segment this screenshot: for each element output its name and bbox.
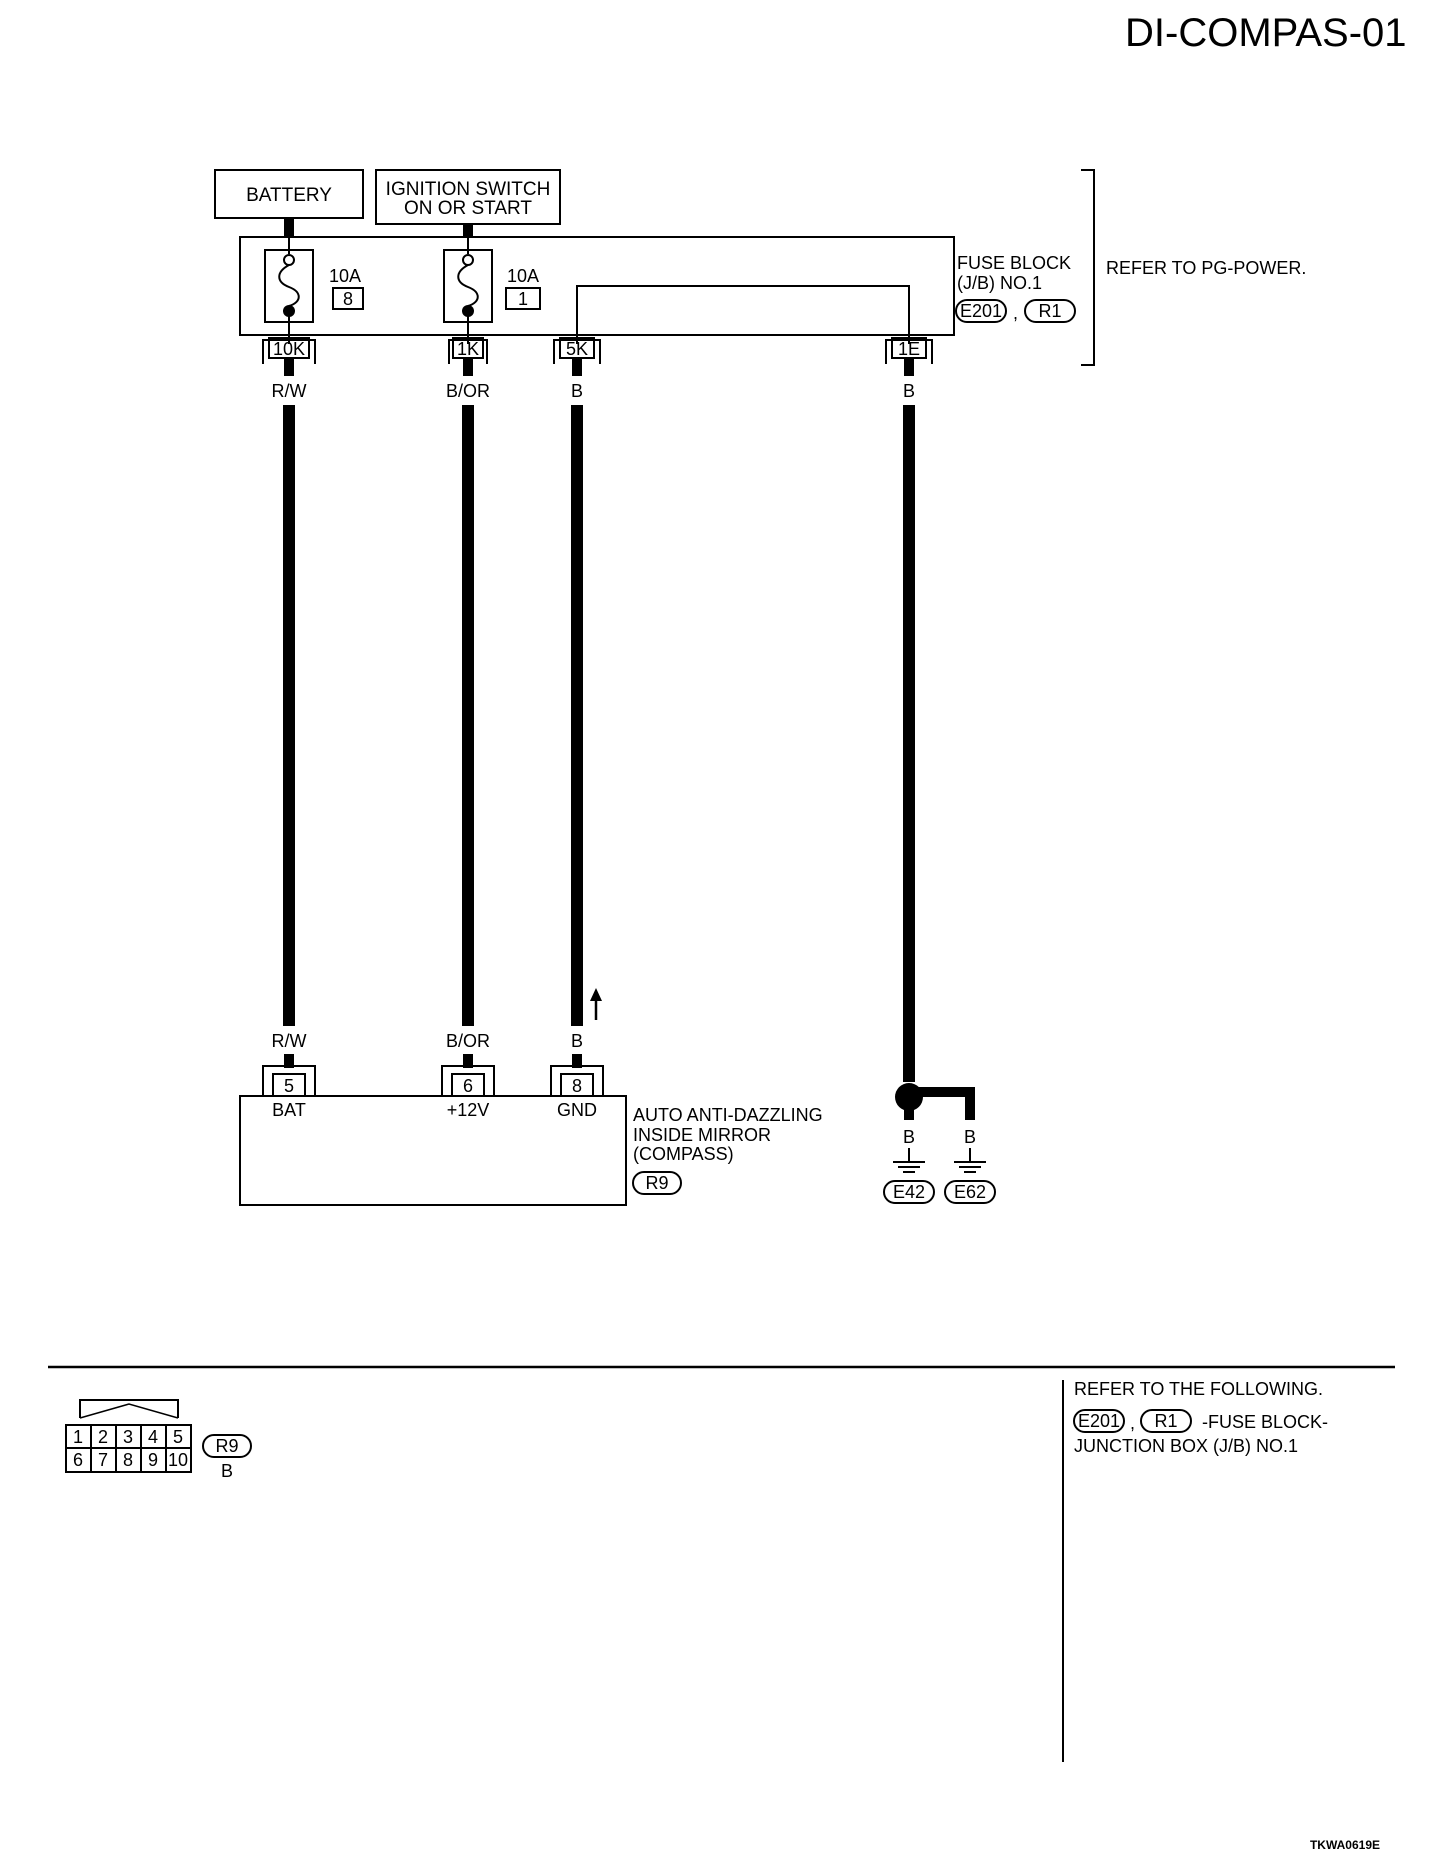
ignition-label-line2: ON OR START — [404, 198, 532, 219]
mirror-pin-label-bat: BAT — [272, 1100, 306, 1120]
connector-e42-oval — [883, 1180, 935, 1204]
svg-text:5K: 5K — [566, 339, 588, 359]
fuse-block-internal-bus — [576, 285, 910, 344]
connector-r9-oval — [632, 1171, 682, 1195]
connector-cavity-7: 7 — [98, 1450, 108, 1470]
mirror-pin-label-gnd: GND — [557, 1100, 597, 1120]
ground-e42-wire-color: B — [903, 1127, 915, 1147]
fuse-1-number: 8 — [343, 289, 353, 309]
wire-color-bottom-bor: B/OR — [446, 1031, 490, 1051]
refer-connector-e201-oval — [1073, 1409, 1125, 1433]
svg-text:8: 8 — [572, 1076, 582, 1096]
fuse-block-bracket — [1081, 169, 1095, 366]
connector-cavity-3: 3 — [123, 1427, 133, 1447]
refer-connector-e201-label: E201 — [1078, 1411, 1120, 1431]
connector-face-r9-label: R9 — [215, 1436, 238, 1456]
connector-e201-label: E201 — [960, 301, 1002, 321]
refer-connector-r1-oval — [1140, 1409, 1192, 1433]
fuse-1-number-box — [332, 287, 364, 310]
mirror-pin-label-12v: +12V — [447, 1100, 490, 1120]
svg-text:1E: 1E — [898, 339, 920, 359]
wire-color-top-b-ground: B — [903, 381, 915, 401]
mirror-pin-8: 8 — [550, 1065, 604, 1097]
fuse-block-line1: FUSE BLOCK — [957, 253, 1071, 273]
refer-following-line1: -FUSE BLOCK- — [1202, 1412, 1328, 1432]
page-title: DI-COMPAS-01 — [1125, 11, 1407, 55]
svg-text:5: 5 — [284, 1076, 294, 1096]
connector-cavity-4: 4 — [148, 1427, 158, 1447]
svg-text:10K: 10K — [273, 339, 305, 359]
fuse-2-symbol — [443, 238, 493, 344]
svg-text:6: 6 — [463, 1076, 473, 1096]
refer-connector-separator: , — [1130, 1413, 1135, 1433]
refer-pg-power: REFER TO PG-POWER. — [1106, 258, 1306, 278]
fuse-block-line2: (J/B) NO.1 — [957, 273, 1042, 293]
connector-e62-oval — [944, 1180, 996, 1204]
mirror-box — [239, 1095, 627, 1206]
ground-e62-wire-color: B — [964, 1127, 976, 1147]
connector-cavity-6: 6 — [73, 1450, 83, 1470]
ground-e42-icon — [893, 1148, 925, 1173]
mirror-pin-5: 5 — [262, 1065, 316, 1097]
fuse-2-number-box — [505, 287, 541, 310]
ignition-label-line1: IGNITION SWITCH — [386, 179, 551, 200]
wire-color-top-b: B — [571, 381, 583, 401]
connector-r9-label: R9 — [645, 1173, 668, 1193]
figure-code: TKWA0619E — [1310, 1838, 1380, 1852]
connector-r1-label: R1 — [1038, 301, 1061, 321]
connector-cavity-8: 8 — [123, 1450, 133, 1470]
connector-r1-oval — [1024, 299, 1076, 323]
connector-cavity-2: 2 — [98, 1427, 108, 1447]
fuse-1-symbol — [264, 238, 314, 344]
ground-e62-icon — [954, 1148, 986, 1173]
mirror-name-line3: (COMPASS) — [633, 1144, 734, 1164]
current-arrow-icon — [590, 988, 602, 1020]
connector-face-r9-oval — [202, 1434, 252, 1458]
fuse-block-box — [239, 236, 955, 336]
connector-cavity-5: 5 — [173, 1427, 183, 1447]
connector-face-color: B — [221, 1461, 233, 1481]
wire-color-bottom-rw: R/W — [272, 1031, 307, 1051]
connector-e62-label: E62 — [954, 1182, 986, 1202]
connector-cavity-10: 10 — [168, 1450, 188, 1470]
connector-e42-label: E42 — [893, 1182, 925, 1202]
wire-color-top-rw: R/W — [272, 381, 307, 401]
battery-label: BATTERY — [246, 185, 332, 206]
connector-face-r9 — [65, 1399, 192, 1473]
refer-following-heading: REFER TO THE FOLLOWING. — [1074, 1379, 1323, 1399]
connector-separator: , — [1013, 303, 1018, 323]
fuse-2-number: 1 — [518, 289, 528, 309]
connector-cavity-9: 9 — [148, 1450, 158, 1470]
fuse-2-rating: 10A — [507, 266, 539, 286]
connector-cavity-1: 1 — [73, 1427, 83, 1447]
wire-color-top-bor: B/OR — [446, 381, 490, 401]
refer-connector-r1-label: R1 — [1154, 1411, 1177, 1431]
connector-e201-oval — [955, 299, 1007, 323]
refer-following-line2: JUNCTION BOX (J/B) NO.1 — [1074, 1436, 1298, 1456]
mirror-name-line1: AUTO ANTI-DAZZLING — [633, 1105, 823, 1125]
mirror-pin-6: 6 — [441, 1065, 495, 1097]
wire-color-bottom-b: B — [571, 1031, 583, 1051]
ground-branch-wire — [909, 1087, 975, 1120]
fuse-1-rating: 10A — [329, 266, 361, 286]
svg-text:1K: 1K — [457, 339, 479, 359]
mirror-name-line2: INSIDE MIRROR — [633, 1125, 771, 1145]
